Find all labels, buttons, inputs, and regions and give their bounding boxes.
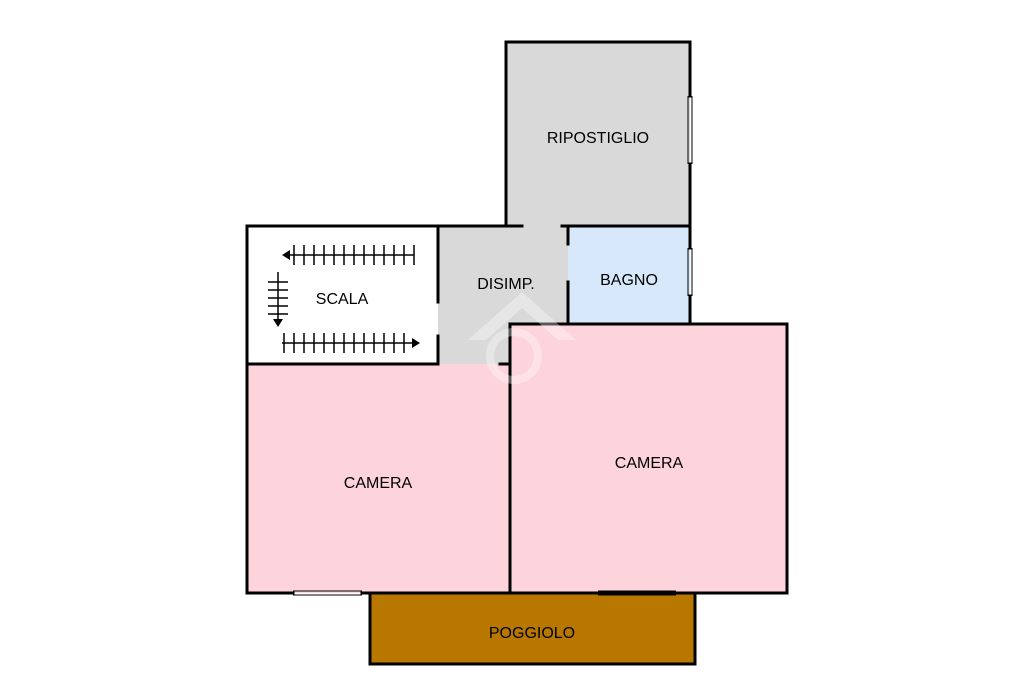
room-bagno bbox=[568, 226, 690, 324]
room-camera-right bbox=[510, 324, 787, 593]
label-poggiolo: POGGIOLO bbox=[489, 625, 575, 642]
label-ripostiglio: RIPOSTIGLIO bbox=[547, 130, 649, 147]
label-camera-right: CAMERA bbox=[615, 455, 684, 472]
label-disimpegno: DISIMP. bbox=[477, 276, 535, 293]
walls bbox=[245, 40, 789, 595]
watermark-logo bbox=[468, 292, 576, 384]
room-camera-left bbox=[247, 364, 510, 593]
stairs-symbol bbox=[268, 245, 420, 353]
room-scala bbox=[247, 226, 438, 364]
label-camera-left: CAMERA bbox=[344, 475, 413, 492]
room-ripostiglio bbox=[506, 42, 690, 226]
poggiolo-outline bbox=[368, 591, 697, 666]
label-bagno: BAGNO bbox=[600, 272, 658, 289]
room-poggiolo bbox=[370, 593, 695, 664]
label-scala: SCALA bbox=[316, 291, 369, 308]
windows bbox=[293, 96, 693, 596]
